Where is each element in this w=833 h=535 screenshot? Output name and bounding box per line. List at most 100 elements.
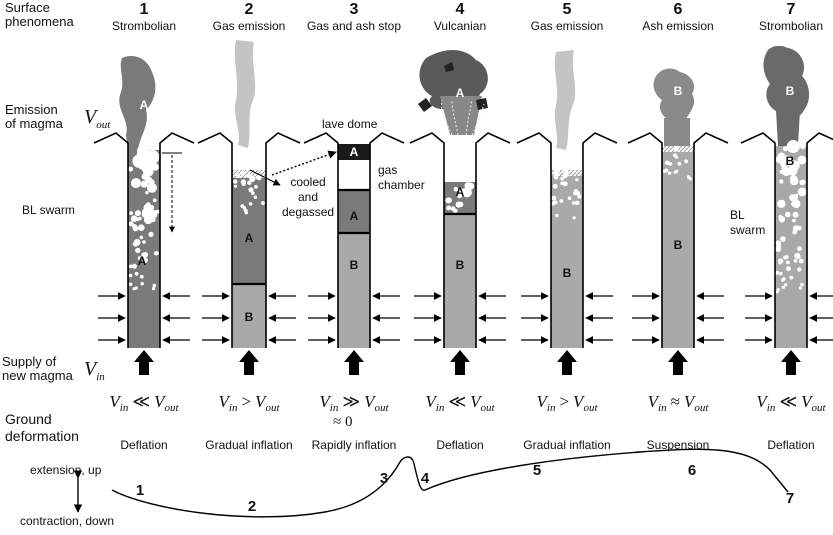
stage-number-1: 1	[139, 1, 149, 18]
stage-phenomenon-1: Strombolian	[111, 19, 177, 33]
magma-label-s4-lower: B	[455, 258, 465, 272]
gas-bubble	[555, 213, 559, 218]
curve-number-3: 3	[379, 470, 389, 487]
plume-2	[234, 40, 256, 148]
gas-bubble	[134, 210, 141, 217]
gas-bubble	[445, 197, 452, 204]
gas-bubble	[664, 160, 670, 165]
gas-bubble	[783, 255, 788, 260]
plume-6-column	[664, 118, 690, 146]
magma-label-s4-upper: A	[455, 185, 465, 199]
gas-bubble	[777, 152, 786, 160]
ground-header: Ground deformation	[5, 411, 79, 445]
stage-equation-6: Vin≈Vout	[647, 392, 709, 414]
gas-bubble	[129, 211, 134, 216]
deformation-curve	[111, 448, 789, 518]
gas-bubble	[785, 211, 791, 218]
conduit-walls	[93, 132, 833, 348]
bl-swarm-7-line1: BL	[730, 208, 745, 222]
gas-bubble	[779, 271, 783, 276]
stage-phenomenon-6: Ash emission	[642, 19, 714, 33]
gas-bubble	[786, 260, 790, 265]
emission-header: Emission of magma	[5, 103, 63, 131]
supply-header: Supply of new magma	[2, 355, 73, 383]
gas-bubble	[792, 195, 798, 202]
gas-bubble	[577, 194, 582, 199]
gas-bubble	[243, 208, 248, 212]
gas-bubble	[562, 181, 568, 187]
supply-arrow-1	[134, 350, 154, 375]
gas-bubble	[664, 168, 669, 173]
gas-bubble	[792, 211, 799, 218]
gas-bubble	[560, 176, 565, 181]
gas-bubble	[798, 258, 804, 264]
gas-bubble	[457, 193, 462, 199]
emission-header-line2: of magma	[5, 116, 63, 131]
plume-7-column	[776, 110, 800, 146]
gas-bubble	[130, 215, 138, 222]
magma-label-s2-lower: B	[244, 310, 254, 324]
gas-bubble	[253, 195, 258, 199]
stage-phenomenon-5: Gas emission	[530, 19, 604, 33]
gas-bubble	[775, 270, 780, 275]
gas-bubble	[139, 274, 144, 279]
gas-bubble	[797, 267, 802, 272]
gas-bubble	[144, 207, 154, 217]
gas-bubble	[145, 150, 160, 164]
gas-bubble	[148, 179, 155, 186]
gas-bubble	[799, 179, 805, 186]
gas-bubble	[573, 191, 577, 196]
axis-up-label: extension, up	[30, 463, 102, 477]
surface-header-line1: Surface	[5, 0, 50, 15]
cooled-line2: and	[298, 190, 319, 204]
gas-bubble	[789, 275, 794, 280]
gas-bubble	[136, 145, 150, 158]
gas-bubble	[789, 175, 798, 183]
gas-bubble	[784, 283, 788, 287]
gas-bubble	[132, 287, 136, 291]
gas-bubble	[800, 143, 806, 150]
gas-bubble	[793, 258, 798, 263]
gas-bubble	[797, 155, 807, 165]
gas-bubble	[130, 178, 141, 189]
gas-bubble	[233, 179, 238, 184]
conduit-wall-3	[303, 132, 405, 348]
gas-bubble	[778, 261, 782, 265]
emission-header-line1: Emission	[5, 102, 58, 117]
magma-label-s3-dome: A	[349, 145, 359, 159]
ground-header-line1: Ground	[5, 411, 52, 427]
gas-bubble	[137, 256, 142, 261]
gas-bubble	[781, 285, 785, 289]
gas-bubble	[128, 273, 133, 278]
pressure-arrows	[98, 292, 833, 344]
magma-boundaries	[232, 188, 476, 286]
stage-equation-3: Vin≫Vout	[319, 392, 389, 414]
gas-bubble	[134, 271, 139, 276]
gas-bubble	[151, 287, 156, 291]
conduit-3-lower	[338, 233, 370, 348]
gas-bubble	[780, 162, 785, 167]
supply-arrow-5	[557, 350, 577, 375]
conduit-wall-7	[740, 132, 833, 348]
stage-deformation-3: Rapidly inflation	[311, 438, 397, 452]
plume-6	[653, 68, 695, 122]
gas-bubble	[572, 216, 576, 220]
gas-bubble	[450, 206, 456, 211]
gas-bubble	[155, 209, 160, 214]
gas-bubble	[778, 214, 783, 219]
supply-arrow-3	[344, 350, 364, 375]
stage-phenomenon-7: Strombolian	[758, 19, 824, 33]
gas-bubble	[148, 231, 154, 237]
stage3-approx-zero: ≈ 0	[333, 414, 353, 430]
ballistic-block-3	[444, 62, 454, 72]
gas-bubble	[567, 196, 572, 200]
gas-bubble	[789, 160, 800, 171]
stage-phenomenon-4: Vulcanian	[433, 19, 487, 33]
curve-number-5: 5	[532, 462, 542, 479]
gas-chamber-label: gas chamber	[378, 163, 425, 193]
conduit-2-upper	[232, 178, 266, 284]
gas-bubble	[792, 225, 800, 232]
gas-bubble	[667, 171, 672, 175]
stage-deformation-6: Suspension	[646, 438, 710, 452]
gas-bubble	[553, 169, 560, 175]
